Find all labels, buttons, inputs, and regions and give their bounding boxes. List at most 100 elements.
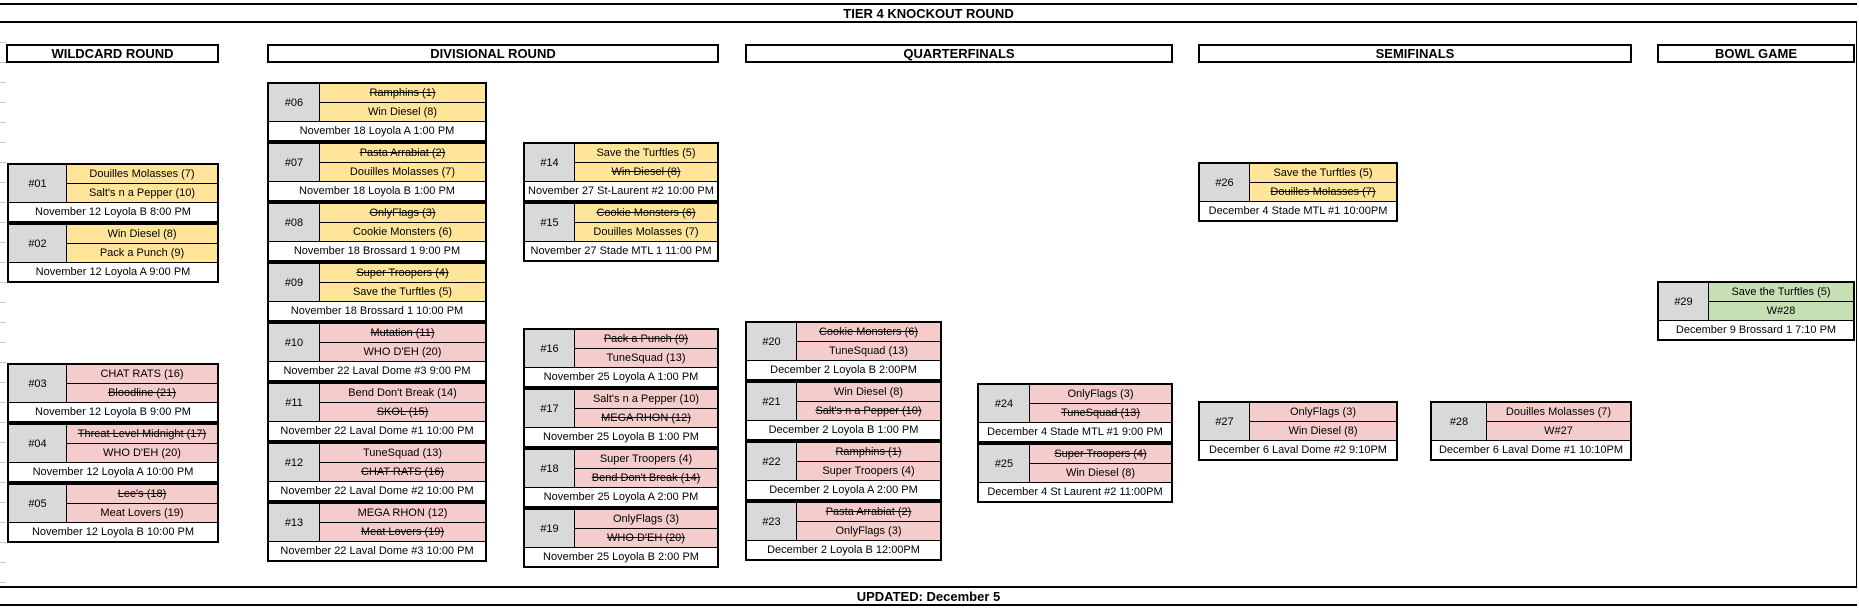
- team-name: Win Diesel (8): [67, 225, 217, 244]
- round-header-divisional: DIVISIONAL ROUND: [267, 44, 719, 63]
- match-number: #05: [9, 485, 67, 523]
- team-name: MEGA RHON (12): [320, 504, 485, 523]
- team-name: SKOL (15): [320, 403, 485, 422]
- match-number: #25: [979, 445, 1030, 483]
- match-number: #29: [1659, 283, 1709, 321]
- round-header-bowl-game: BOWL GAME: [1657, 44, 1855, 63]
- match-schedule: December 6 Laval Dome #2 9:10PM: [1200, 441, 1396, 459]
- team-name: Cookie Monsters (6): [320, 223, 485, 242]
- match-number: #08: [269, 204, 320, 242]
- spreadsheet-gridline-stubs: [0, 23, 6, 586]
- team-name: Bloodline (21): [67, 384, 217, 403]
- sheet-right-border: [1856, 3, 1857, 606]
- team-name: Super Troopers (4): [320, 264, 485, 283]
- match-schedule: November 25 Loyola B 1:00 PM: [525, 428, 717, 446]
- updated-bar: UPDATED: December 5: [0, 586, 1857, 606]
- team-name: WHO D'EH (20): [67, 444, 217, 463]
- match-number: #28: [1432, 403, 1487, 441]
- team-name: Douilles Molasses (7): [1487, 403, 1630, 422]
- match-number: #15: [525, 204, 575, 242]
- team-name: Pack a Punch (9): [575, 330, 717, 349]
- match-schedule: December 2 Loyola A 2:00 PM: [747, 481, 940, 499]
- match-number: #18: [525, 450, 575, 488]
- team-name: W#28: [1709, 302, 1853, 321]
- team-name: Super Troopers (4): [575, 450, 717, 469]
- match-schedule: November 22 Laval Dome #1 10:00 PM: [269, 422, 485, 440]
- match-schedule: November 12 Loyola B 10:00 PM: [9, 523, 217, 541]
- match-schedule: November 12 Loyola B 9:00 PM: [9, 403, 217, 421]
- team-name: OnlyFlags (3): [575, 510, 717, 529]
- team-name: Ramphins (1): [797, 443, 940, 462]
- match-schedule: November 27 Stade MTL 1 11:00 PM: [525, 242, 717, 260]
- match-number: #13: [269, 504, 320, 542]
- match-schedule: November 18 Loyola B 1:00 PM: [269, 182, 485, 200]
- team-name: Bend Don't Break (14): [575, 469, 717, 488]
- match-number: #21: [747, 383, 797, 421]
- team-name: Pack a Punch (9): [67, 244, 217, 263]
- updated-text: UPDATED: December 5: [856, 588, 1001, 604]
- team-name: Super Troopers (4): [797, 462, 940, 481]
- match-schedule: November 18 Loyola A 1:00 PM: [269, 122, 485, 140]
- team-name: Meat Lovers (19): [320, 523, 485, 542]
- team-name: WHO D'EH (20): [575, 529, 717, 548]
- team-name: Win Diesel (8): [797, 383, 940, 402]
- team-name: OnlyFlags (3): [797, 522, 940, 541]
- team-name: Lee's (18): [67, 485, 217, 504]
- match-schedule: November 25 Loyola A 2:00 PM: [525, 488, 717, 506]
- match-schedule: November 22 Laval Dome #3 10:00 PM: [269, 542, 485, 560]
- team-name: OnlyFlags (3): [320, 204, 485, 223]
- match-schedule: November 22 Laval Dome #2 10:00 PM: [269, 482, 485, 500]
- round-header-label: DIVISIONAL ROUND: [430, 46, 556, 61]
- team-name: OnlyFlags (3): [1250, 403, 1396, 422]
- match-schedule: November 18 Brossard 1 10:00 PM: [269, 302, 485, 320]
- match-number: #12: [269, 444, 320, 482]
- match-schedule: November 12 Loyola A 9:00 PM: [9, 263, 217, 281]
- team-name: W#27: [1487, 422, 1630, 441]
- match-number: #17: [525, 390, 575, 428]
- team-name: Win Diesel (8): [320, 103, 485, 122]
- match-schedule: November 12 Loyola B 8:00 PM: [9, 203, 217, 221]
- team-name: WHO D'EH (20): [320, 343, 485, 362]
- match-number: #24: [979, 385, 1030, 423]
- team-name: Cookie Monsters (6): [575, 204, 717, 223]
- team-name: Salt's n a Pepper (10): [797, 402, 940, 421]
- round-header-label: QUARTERFINALS: [903, 46, 1015, 61]
- team-name: Salt's n a Pepper (10): [575, 390, 717, 409]
- round-header-semifinals: SEMIFINALS: [1198, 44, 1632, 63]
- round-header-label: SEMIFINALS: [1375, 46, 1455, 61]
- match-schedule: November 25 Loyola A 1:00 PM: [525, 368, 717, 386]
- team-name: Bend Don't Break (14): [320, 384, 485, 403]
- match-number: #20: [747, 323, 797, 361]
- team-name: Win Diesel (8): [575, 163, 717, 182]
- match-number: #14: [525, 144, 575, 182]
- team-name: Douilles Molasses (7): [1250, 183, 1396, 202]
- round-header-wildcard: WILDCARD ROUND: [6, 44, 219, 63]
- team-name: TuneSquad (13): [320, 444, 485, 463]
- match-schedule: December 4 Stade MTL #1 10:00PM: [1200, 202, 1396, 220]
- match-number: #02: [9, 225, 67, 263]
- team-name: TuneSquad (13): [1030, 404, 1171, 423]
- match-number: #16: [525, 330, 575, 368]
- round-header-quarterfinals: QUARTERFINALS: [745, 44, 1173, 63]
